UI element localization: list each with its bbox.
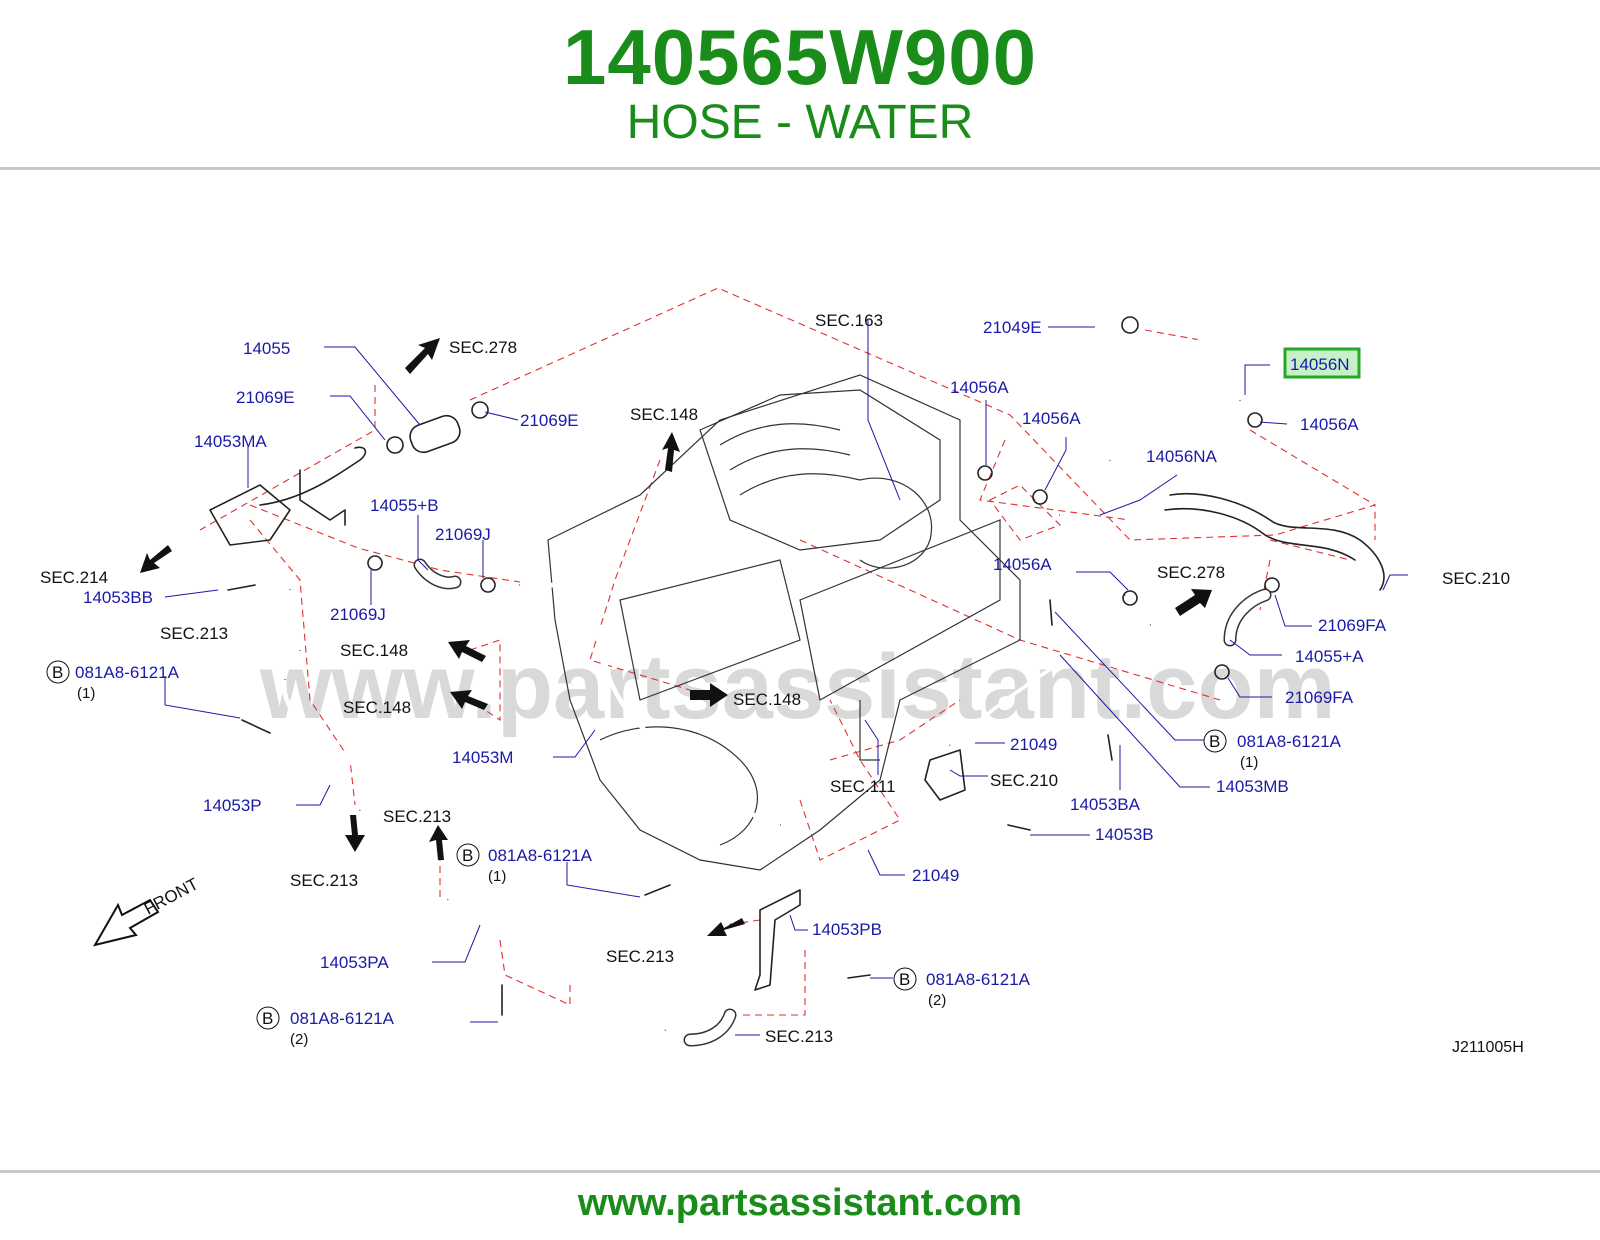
callout-21049E[interactable]: 21049E (983, 318, 1042, 337)
callout-14053B[interactable]: 14053B (1095, 825, 1154, 844)
callout-21069FA-a[interactable]: 21069FA (1318, 616, 1387, 635)
bolt-mark-2: B (462, 846, 473, 865)
callout-14056NA[interactable]: 14056NA (1146, 447, 1218, 466)
callout-081A8-2[interactable]: 081A8-6121A (488, 846, 593, 865)
section-210-b[interactable]: SEC.210 (1442, 569, 1510, 588)
callout-14053P[interactable]: 14053P (203, 796, 262, 815)
hose-parts (209, 316, 1385, 1047)
section-148-a[interactable]: SEC.148 (630, 405, 698, 424)
section-arrows (92, 338, 1212, 947)
section-148-d[interactable]: SEC.148 (733, 690, 801, 709)
part-number: 140565W900 (562, 13, 1038, 101)
section-278-b[interactable]: SEC.278 (1157, 563, 1225, 582)
callout-14056A-a[interactable]: 14056A (950, 378, 1009, 397)
callout-081A8-4[interactable]: 081A8-6121A (1237, 732, 1342, 751)
callout-21049-a[interactable]: 21049 (1010, 735, 1057, 754)
callout-14056A-b[interactable]: 14056A (1022, 409, 1081, 428)
callout-081A8-1-qty: (1) (77, 685, 95, 702)
callout-14053BA[interactable]: 14053BA (1070, 795, 1141, 814)
header-divider (0, 167, 1600, 170)
section-111[interactable]: SEC.111 (830, 777, 896, 796)
callout-14056A-d[interactable]: 14056A (993, 555, 1052, 574)
diagram-code: J211005H (1452, 1039, 1524, 1056)
callout-081A8-3-qty: (2) (290, 1031, 308, 1048)
section-213-a[interactable]: SEC.213 (160, 624, 228, 643)
callout-14055A[interactable]: 14055+A (1295, 647, 1364, 666)
bolt-mark-4: B (1209, 732, 1220, 751)
front-arrow (92, 898, 160, 947)
callout-21069J-b[interactable]: 21069J (330, 605, 386, 624)
section-214[interactable]: SEC.214 (40, 568, 108, 587)
callout-21069E-b[interactable]: 21069E (520, 411, 579, 430)
leader-lines (164, 319, 1408, 1036)
callout-081A8-2-qty: (1) (488, 868, 506, 885)
callout-21069FA-b[interactable]: 21069FA (1285, 688, 1354, 707)
callout-14055B[interactable]: 14055+B (370, 496, 439, 515)
callout-14053BB[interactable]: 14053BB (83, 588, 153, 607)
callout-14056N[interactable]: 14056N (1290, 355, 1350, 374)
watermark: www.partsassistant.com (259, 636, 1335, 738)
section-213-e[interactable]: SEC.213 (765, 1027, 833, 1046)
callout-14053MA[interactable]: 14053MA (194, 432, 267, 451)
callout-labels: 14055 21069E 21069E 14053MA 14055+B 2106… (75, 318, 1387, 1048)
callout-21069E-a[interactable]: 21069E (236, 388, 295, 407)
highlight-box (1283, 347, 1361, 379)
section-148-b[interactable]: SEC.148 (340, 641, 408, 660)
section-278-a[interactable]: SEC.278 (449, 338, 517, 357)
bolt-markers: B B B B B (46, 660, 1227, 1030)
callout-081A8-3[interactable]: 081A8-6121A (290, 1009, 395, 1028)
front-label: FRONT (141, 874, 202, 918)
bolt-mark-1: B (52, 663, 63, 682)
section-213-b[interactable]: SEC.213 (383, 807, 451, 826)
callout-081A8-5-qty: (2) (928, 992, 946, 1009)
callout-14053MB[interactable]: 14053MB (1216, 777, 1289, 796)
callout-21069J-a[interactable]: 21069J (435, 525, 491, 544)
callout-081A8-4-qty: (1) (1240, 754, 1258, 771)
website-link[interactable]: www.partsassistant.com (577, 1182, 1023, 1224)
callout-14053PA[interactable]: 14053PA (320, 953, 389, 972)
part-name: HOSE - WATER (626, 96, 974, 149)
callout-21049-b[interactable]: 21049 (912, 866, 959, 885)
bolt-mark-5: B (899, 970, 910, 989)
section-210-a[interactable]: SEC.210 (990, 771, 1058, 790)
section-148-c[interactable]: SEC.148 (343, 698, 411, 717)
callout-14056A-c[interactable]: 14056A (1300, 415, 1359, 434)
callout-14053M[interactable]: 14053M (452, 748, 513, 767)
footer-divider (0, 1170, 1600, 1173)
engine-block (547, 374, 1021, 871)
callout-14055[interactable]: 14055 (243, 339, 290, 358)
section-labels: SEC.278 SEC.148 SEC.163 SEC.214 SEC.213 … (40, 311, 1510, 1046)
section-163[interactable]: SEC.163 (815, 311, 883, 330)
callout-081A8-1[interactable]: 081A8-6121A (75, 663, 180, 682)
section-213-d[interactable]: SEC.213 (606, 947, 674, 966)
section-213-c[interactable]: SEC.213 (290, 871, 358, 890)
bolt-mark-3: B (262, 1009, 273, 1028)
header: 140565W900 HOSE - WATER (0, 0, 1600, 168)
callout-081A8-5[interactable]: 081A8-6121A (926, 970, 1031, 989)
callout-14053PB[interactable]: 14053PB (812, 920, 882, 939)
